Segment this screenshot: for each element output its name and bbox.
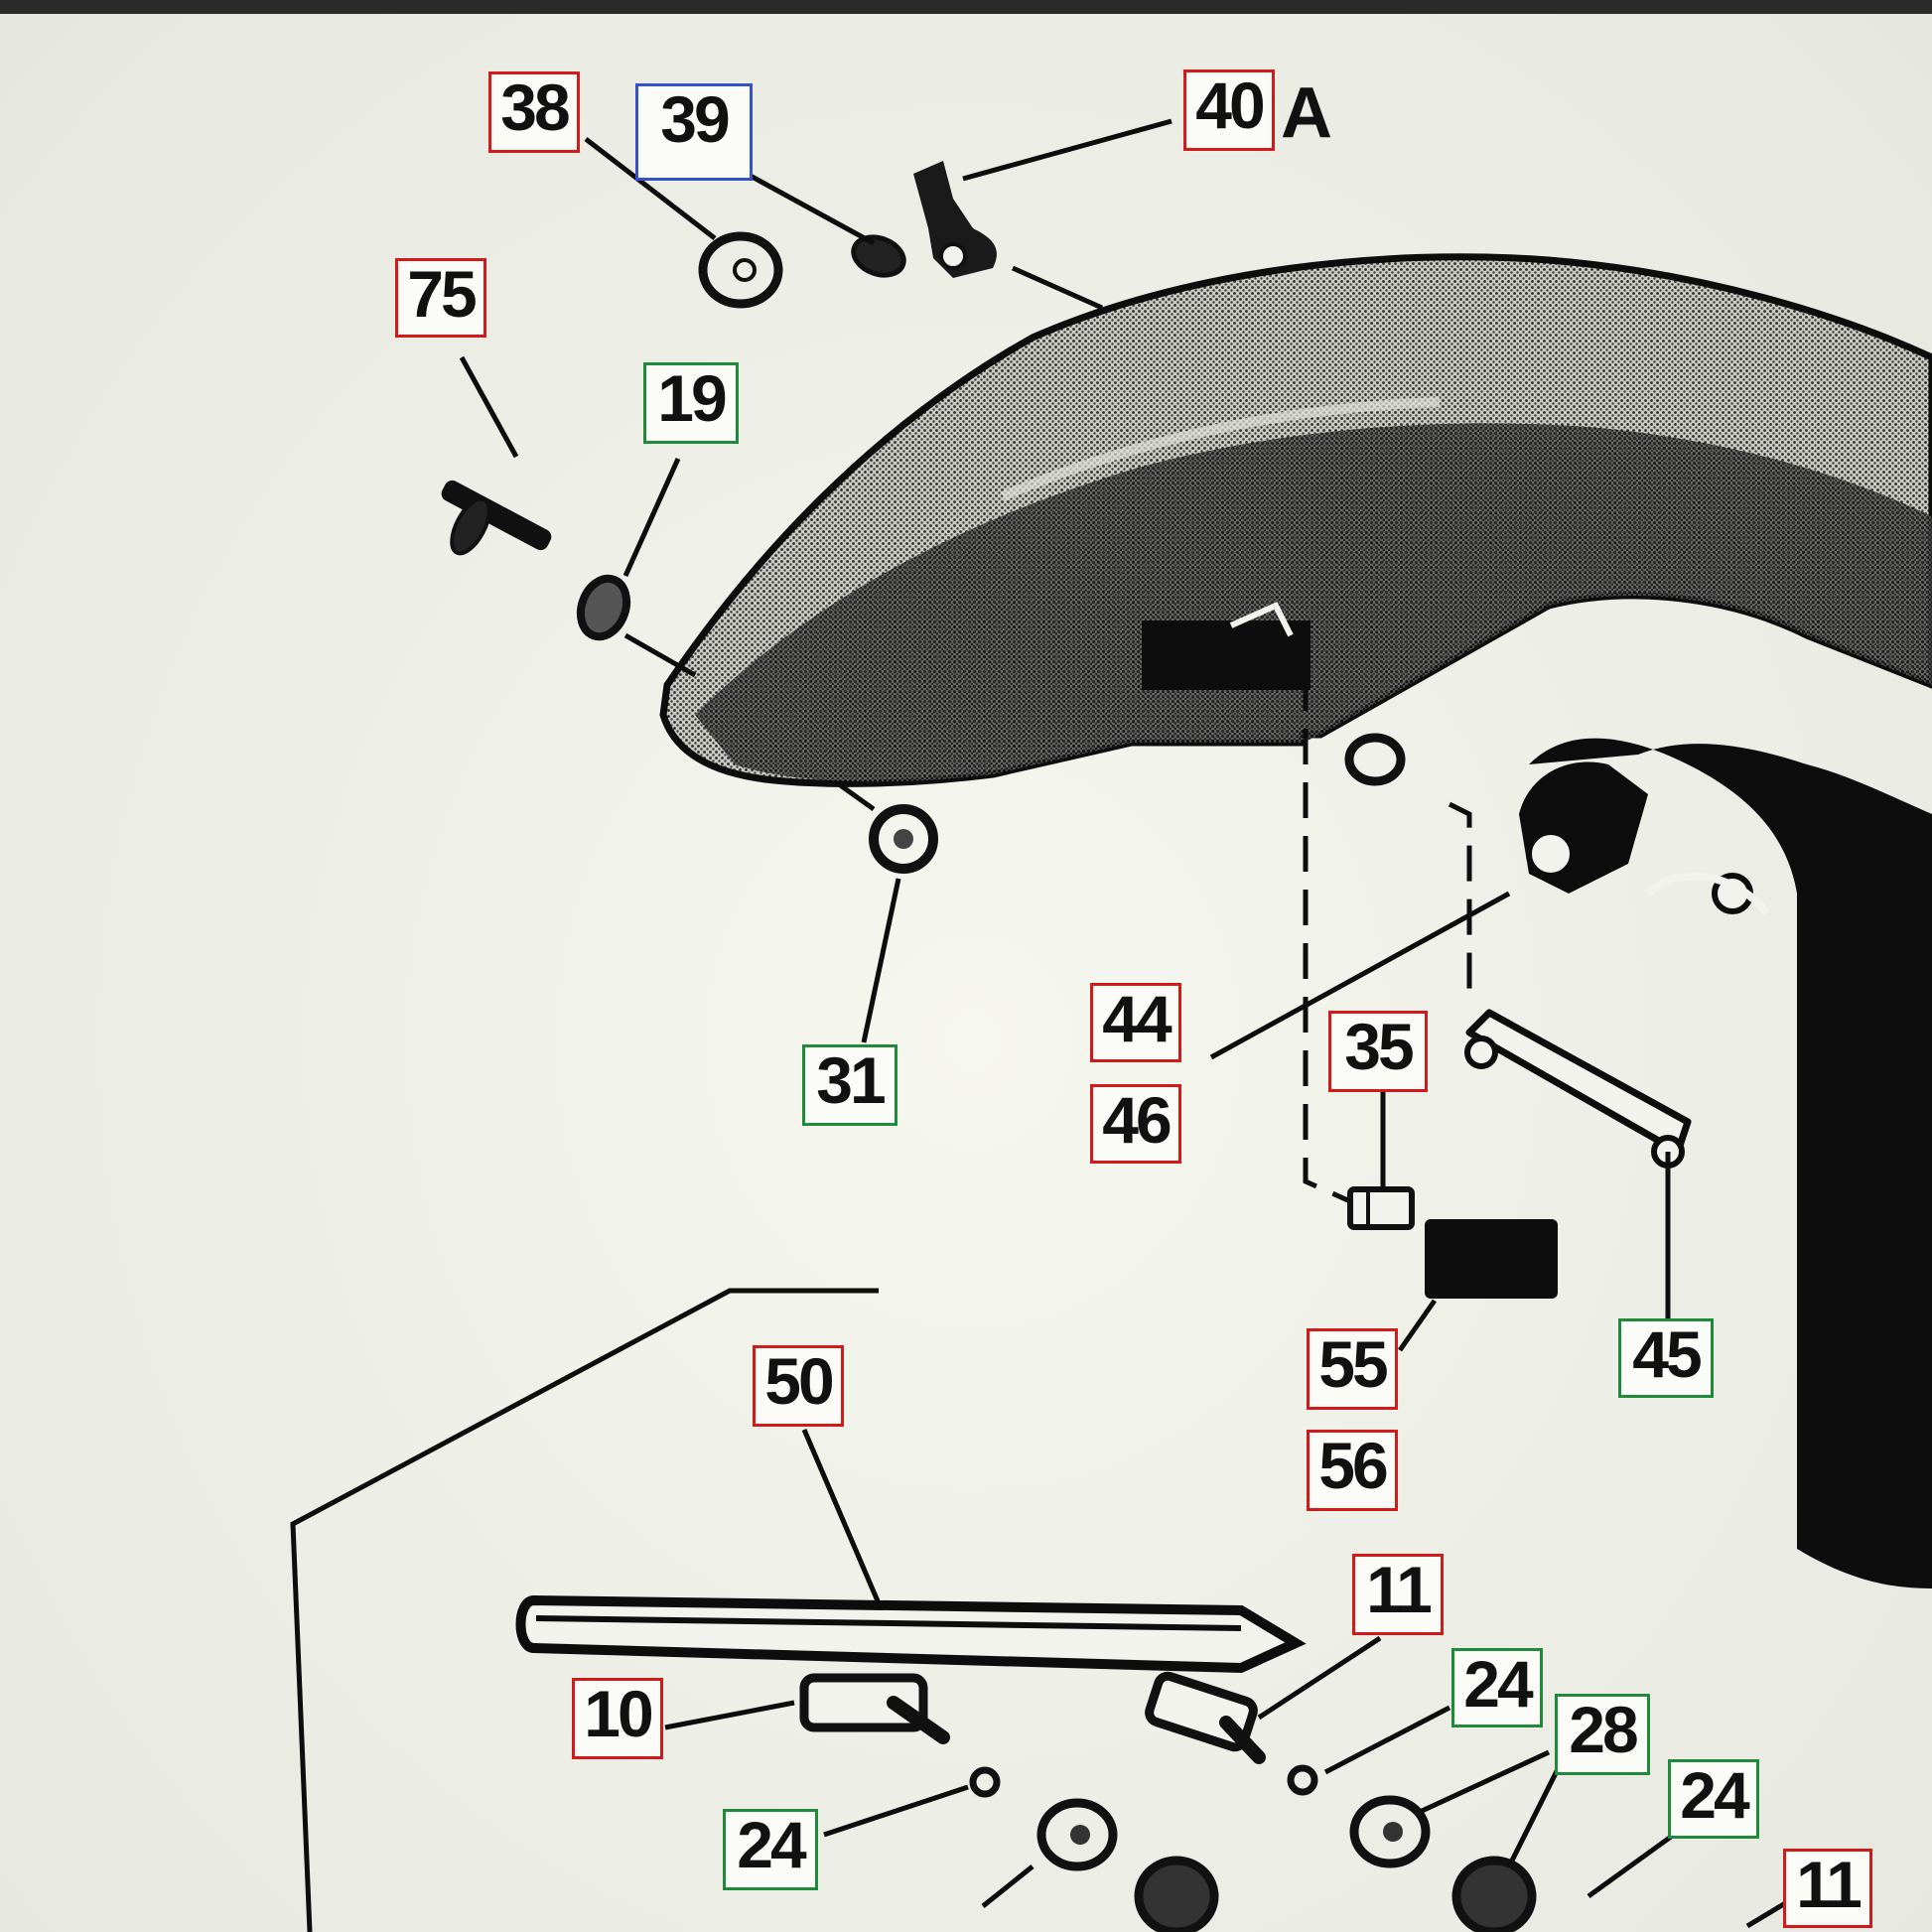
washer-28-c <box>1134 1856 1219 1932</box>
bolt-75 <box>441 480 552 556</box>
washer-19 <box>576 574 631 641</box>
rod-50 <box>515 1594 1307 1674</box>
callout-55: 55 <box>1307 1328 1398 1410</box>
bushing-35 <box>1347 1186 1415 1230</box>
washer-28-a <box>1036 1798 1118 1871</box>
washer-38 <box>698 231 783 309</box>
nut-39 <box>851 234 906 278</box>
callout-44: 44 <box>1090 983 1181 1062</box>
nut-31 <box>869 804 938 874</box>
callout-24-left: 24 <box>723 1809 818 1890</box>
callout-56: 56 <box>1307 1430 1398 1511</box>
callout-19: 19 <box>643 362 739 444</box>
leader-lines <box>290 118 1799 1932</box>
callout-40-suffix: A <box>1281 73 1332 153</box>
strut-bar <box>1464 1009 1692 1169</box>
fender-bracket <box>1519 738 1932 1588</box>
bolt-10 <box>799 1673 950 1744</box>
washer-24-left <box>969 1766 1001 1798</box>
fender <box>659 253 1932 787</box>
clip-40a <box>913 161 997 278</box>
callout-11-bottom: 11 <box>1783 1849 1872 1928</box>
washer-near-fender <box>1344 733 1406 786</box>
callout-39: 39 <box>635 83 753 181</box>
callout-11-top: 11 <box>1352 1554 1444 1635</box>
callout-35: 35 <box>1328 1011 1428 1092</box>
callout-24-right: 24 <box>1668 1759 1759 1839</box>
washer-28-b <box>1349 1795 1431 1868</box>
washer-28-d <box>1451 1856 1537 1932</box>
callout-24-mid: 24 <box>1451 1648 1543 1727</box>
callout-31: 31 <box>802 1044 897 1126</box>
washer-24-mid <box>1287 1764 1318 1796</box>
callout-45: 45 <box>1618 1318 1714 1398</box>
pad-55 <box>1425 1219 1558 1299</box>
callout-38: 38 <box>488 71 580 153</box>
screen-top-edge <box>0 0 1932 14</box>
callout-75: 75 <box>395 258 486 338</box>
bolt-11 <box>1145 1671 1266 1764</box>
callout-50: 50 <box>753 1345 844 1427</box>
callout-46: 46 <box>1090 1084 1181 1164</box>
callout-40: 40 <box>1183 69 1275 151</box>
callout-10: 10 <box>572 1678 663 1759</box>
callout-28: 28 <box>1555 1694 1650 1775</box>
